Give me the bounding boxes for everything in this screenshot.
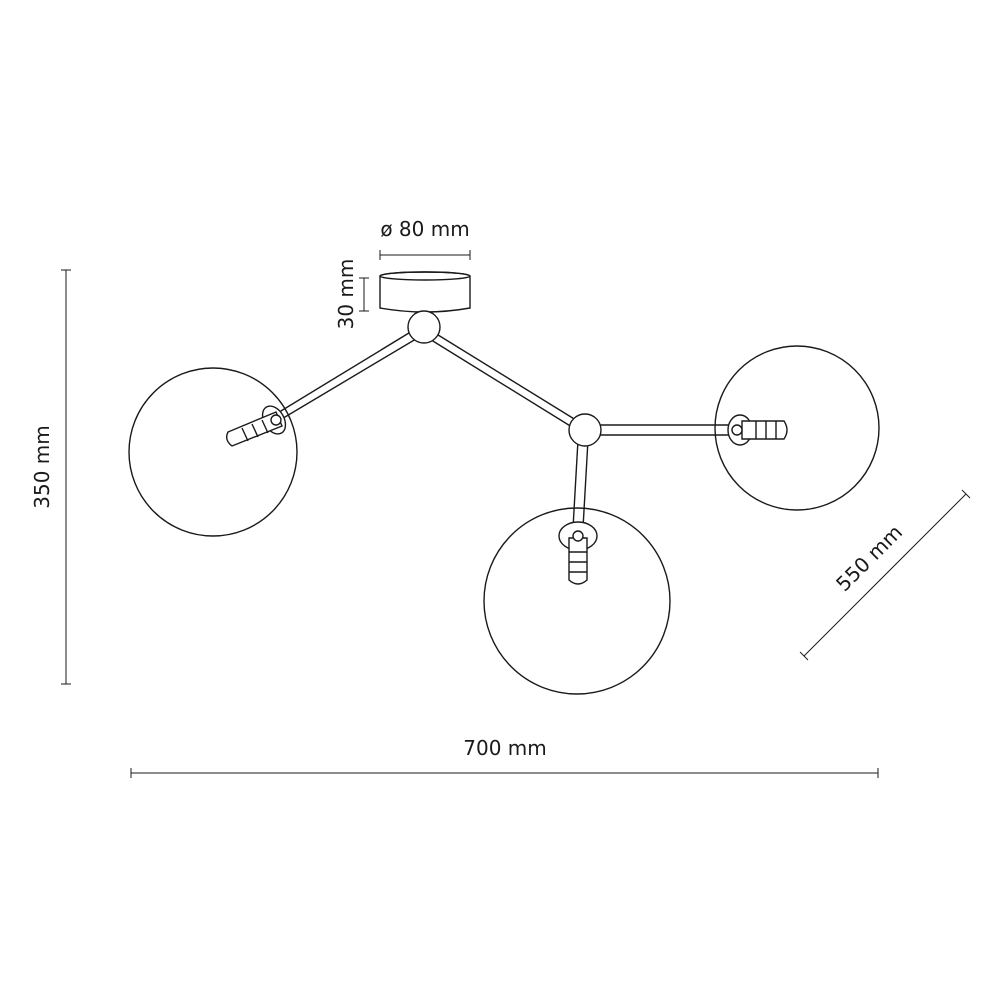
- right-globe-shade: [714, 345, 880, 511]
- width-label: 700 mm: [463, 736, 547, 760]
- ceiling-canopy: [379, 271, 471, 313]
- bottom-lamp-holder: [558, 521, 598, 585]
- top-joint-ball: [407, 310, 441, 344]
- bottom-globe-shade: [483, 507, 671, 695]
- total-height-label: 350 mm: [30, 425, 54, 509]
- depth-dimension: 550 mm: [799, 489, 971, 661]
- right-lamp-holder: [727, 414, 788, 446]
- total-height-dimension: 350 mm: [30, 269, 71, 685]
- left-globe-shade: [128, 367, 298, 537]
- canopy-diameter-dimension: ø 80 mm: [379, 217, 471, 260]
- width-dimension: 700 mm: [130, 736, 879, 778]
- canopy-diameter-label: ø 80 mm: [380, 217, 469, 241]
- canopy-height-dimension: 30 mm: [334, 259, 369, 330]
- depth-label: 550 mm: [831, 520, 907, 596]
- left-lamp-holder: [225, 405, 287, 447]
- canopy-height-label: 30 mm: [334, 259, 358, 330]
- lamp-arms: [275, 324, 738, 529]
- middle-joint-ball: [568, 413, 602, 447]
